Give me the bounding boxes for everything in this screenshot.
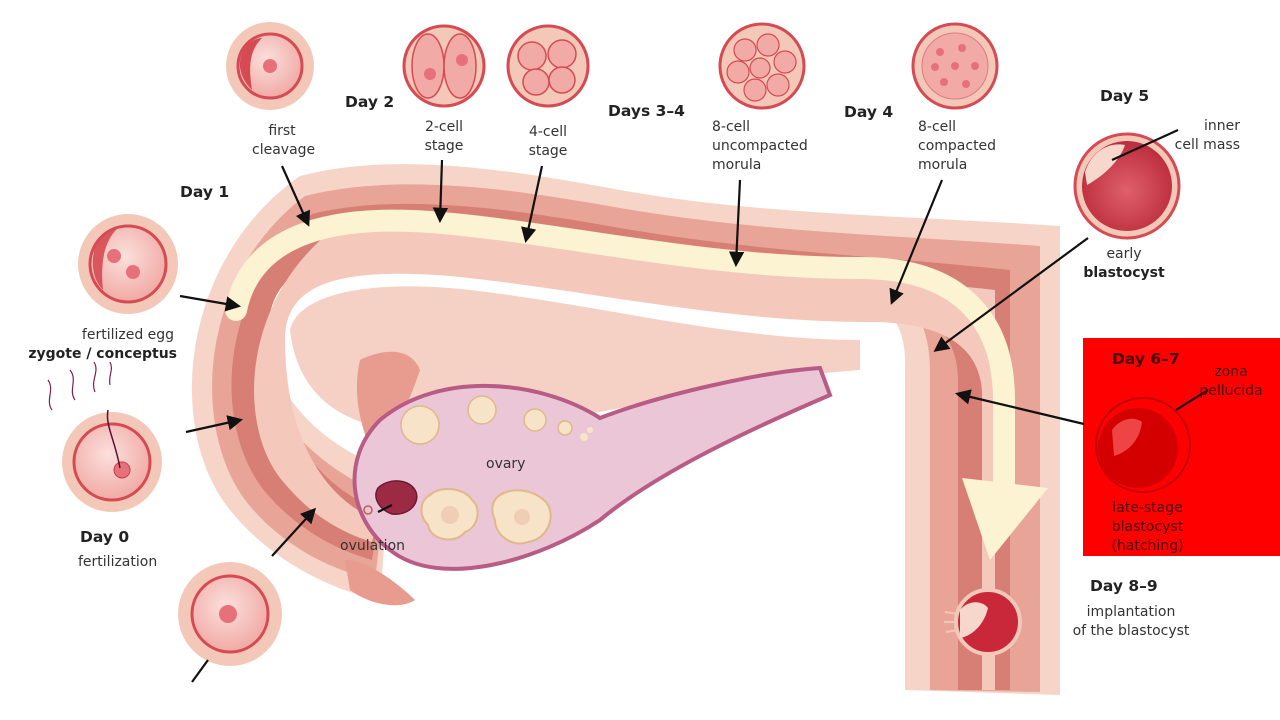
egg-with-sperm — [47, 361, 162, 512]
label-ovulation: ovulation — [340, 538, 406, 554]
compacted-morula — [911, 22, 999, 110]
label-first-cleavage-line-2: cleavage — [252, 142, 316, 158]
label-day-1: Day 1 — [180, 183, 230, 201]
label-first-cleavage: first cleavage — [252, 122, 316, 160]
early-blastocyst — [1073, 132, 1181, 240]
label-late-line-3: (hatching) — [1111, 538, 1184, 554]
label-zona-pellucida: zona pellucida — [1196, 363, 1266, 401]
label-first-cleavage-line-1: first — [268, 123, 296, 139]
label-implantation: implantation of the blastocyst — [1066, 603, 1196, 641]
label-implant-line-2: of the blastocyst — [1072, 623, 1190, 639]
label-inner-cell-mass: inner cell mass — [1160, 117, 1240, 155]
label-compacted-line-2: compacted — [918, 138, 997, 154]
label-early: early — [1106, 246, 1142, 262]
label-two-cell: 2-cell stage — [414, 118, 474, 156]
label-compacted-line-1: 8-cell — [918, 119, 957, 135]
stage-arrows — [179, 128, 1209, 683]
label-uncompacted-line-1: 8-cell — [712, 119, 751, 135]
label-late-line-1: late-stage — [1112, 500, 1183, 516]
label-day-6-7: Day 6–7 — [1112, 350, 1180, 368]
label-day-5: Day 5 — [1100, 87, 1150, 105]
label-inner-line-2: cell mass — [1174, 137, 1240, 153]
label-four-cell-line-1: 4-cell — [528, 124, 568, 140]
label-day-2: Day 2 — [345, 93, 395, 111]
implanting-blastocyst — [944, 588, 1022, 656]
label-two-cell-line-2: stage — [424, 138, 464, 154]
label-four-cell-line-2: stage — [528, 143, 568, 159]
first-cleavage-cell — [226, 22, 314, 110]
label-uncompacted-line-2: uncompacted — [712, 138, 808, 154]
label-fertilized-egg: fertilized egg — [81, 327, 175, 343]
label-uncompacted-morula: 8-cell uncompacted morula — [712, 118, 808, 175]
four-cell-stage — [506, 24, 590, 108]
label-late-line-2: blastocyst — [1111, 519, 1184, 535]
label-compacted-line-3: morula — [918, 157, 968, 173]
label-days-3-4: Days 3–4 — [608, 102, 685, 120]
label-two-cell-line-1: 2-cell — [424, 119, 464, 135]
label-inner-line-1: inner — [1203, 118, 1240, 134]
label-zona-line-1: zona — [1214, 364, 1248, 380]
label-four-cell: 4-cell stage — [518, 123, 578, 161]
label-fertilization: fertilization — [78, 554, 158, 570]
label-day-8-9: Day 8–9 — [1090, 577, 1158, 595]
label-zygote: zygote / conceptus — [28, 346, 177, 362]
label-compacted-morula: 8-cell compacted morula — [918, 118, 996, 175]
label-day-0: Day 0 — [80, 528, 130, 546]
uncompacted-morula — [718, 22, 806, 110]
label-implant-line-1: implantation — [1086, 604, 1176, 620]
label-early-blastocyst: early blastocyst — [1074, 245, 1174, 283]
hatching-blastocyst — [1095, 397, 1191, 493]
label-ovary: ovary — [486, 456, 526, 472]
label-day-4: Day 4 — [844, 103, 894, 121]
zygote-cell — [78, 214, 178, 314]
two-cell-stage — [402, 24, 486, 108]
ovulated-egg — [178, 562, 282, 666]
label-zona-line-2: pellucida — [1199, 383, 1263, 399]
label-late-stage-blastocyst: late-stage blastocyst (hatching) — [1100, 499, 1195, 556]
label-blastocyst: blastocyst — [1083, 265, 1165, 281]
ovary — [352, 365, 833, 571]
label-uncompacted-line-3: morula — [712, 157, 762, 173]
